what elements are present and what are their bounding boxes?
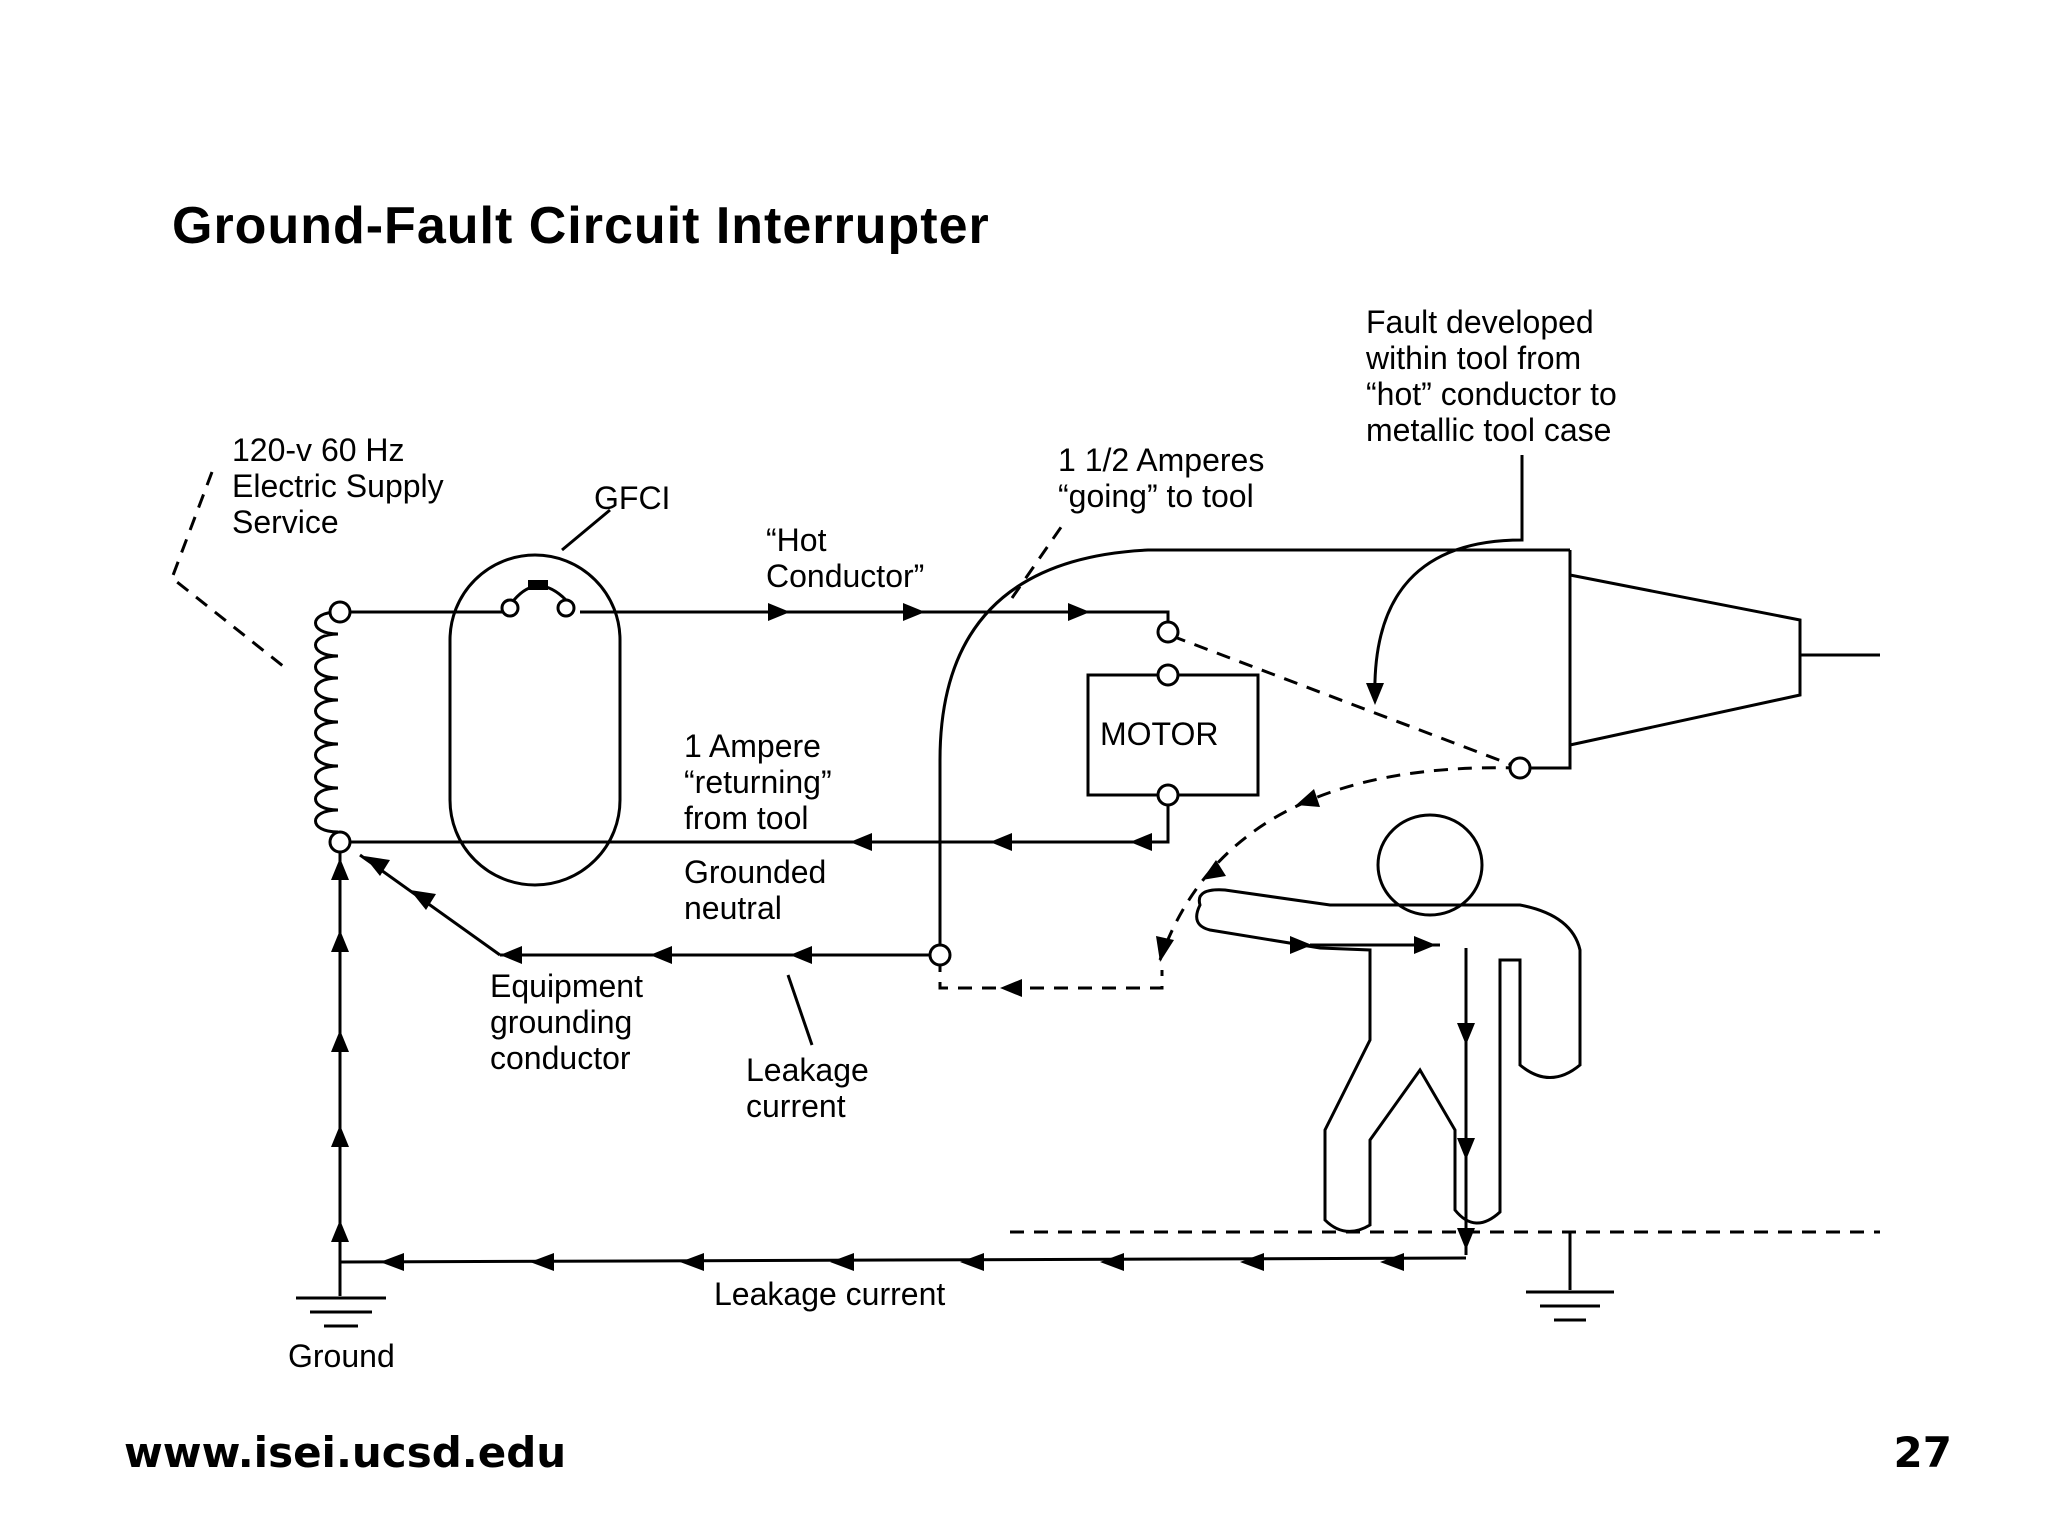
neutral-label: Grounded neutral: [684, 854, 826, 926]
fault-label: Fault developed within tool from “hot” c…: [1366, 304, 1617, 448]
egc-label-line: conductor: [490, 1040, 631, 1076]
fault-label-line: within tool from: [1366, 340, 1582, 376]
ground-symbol-left: [296, 1262, 386, 1328]
equipment-grounding-conductor: [938, 548, 1570, 955]
leakage-label-line: Leakage: [746, 1052, 869, 1088]
egc-label-line: Equipment: [490, 968, 643, 1004]
gfci-leader: [561, 508, 611, 552]
neutral-conductor: [340, 800, 1170, 844]
motor-node-top: [1156, 620, 1180, 644]
leakage-current-label: Leakage current: [746, 1052, 869, 1124]
neutral-label-line: neutral: [684, 890, 782, 926]
fault-label-line: “hot” conductor to: [1366, 376, 1617, 412]
supply-label-line: 120-v 60 Hz: [232, 432, 405, 468]
egc-label: Equipment grounding conductor: [490, 968, 643, 1076]
tool-nose: [1569, 573, 1802, 747]
gfci-body: [448, 553, 622, 887]
supply-label-line: Electric Supply: [232, 468, 444, 504]
tool-case: [1520, 550, 1572, 770]
person-body: [1195, 888, 1582, 1233]
egc-label-line: grounding: [490, 1004, 633, 1040]
leakage-label-line: current: [746, 1088, 846, 1124]
supply-node-bottom: [328, 830, 352, 854]
gfci-label: GFCI: [594, 480, 671, 516]
egc-node: [928, 943, 952, 967]
returning-label: 1 Ampere “returning” from tool: [684, 728, 832, 836]
fault-label-line: metallic tool case: [1366, 412, 1612, 448]
going-label-line: “going” to tool: [1058, 478, 1254, 514]
hot-leader: [1010, 519, 1068, 599]
ground-symbol-right: [1526, 1232, 1614, 1322]
hot-label-line: Conductor”: [766, 558, 925, 594]
leakage-return: [339, 1256, 1467, 1264]
leakage-current-bottom-label: Leakage current: [714, 1276, 946, 1312]
person-head: [1376, 813, 1484, 917]
neutral-label-line: Grounded: [684, 854, 827, 890]
fault-leader: [1373, 455, 1524, 701]
ground-label: Ground: [288, 1338, 395, 1374]
returning-label-line: 1 Ampere: [684, 728, 821, 764]
diagram-title: Ground-Fault Circuit Interrupter: [172, 197, 990, 255]
going-label: 1 1/2 Amperes “going” to tool: [1058, 442, 1264, 514]
supply-node-top: [328, 600, 352, 624]
motor-label: MOTOR: [1100, 716, 1219, 752]
going-label-line: 1 1/2 Amperes: [1058, 442, 1265, 478]
hot-label-line: “Hot: [766, 522, 827, 558]
hot-conductor-label: “Hot Conductor”: [766, 522, 924, 594]
returning-label-line: “returning”: [684, 764, 832, 800]
supply-label-line: Service: [232, 504, 339, 540]
leakage-curve: [1158, 766, 1521, 961]
supply-label: 120-v 60 Hz Electric Supply Service: [232, 432, 444, 540]
footer-url[interactable]: www.isei.ucsd.edu: [124, 1428, 567, 1477]
page-number: 27: [1893, 1428, 1952, 1477]
returning-label-line: from tool: [684, 800, 809, 836]
supply-coil: [314, 610, 339, 834]
egc-leader: [786, 974, 814, 1046]
fault-label-line: Fault developed: [1366, 304, 1594, 340]
supply-leader: [170, 471, 289, 672]
fault-line: [1171, 634, 1521, 770]
fault-node: [1508, 756, 1532, 780]
